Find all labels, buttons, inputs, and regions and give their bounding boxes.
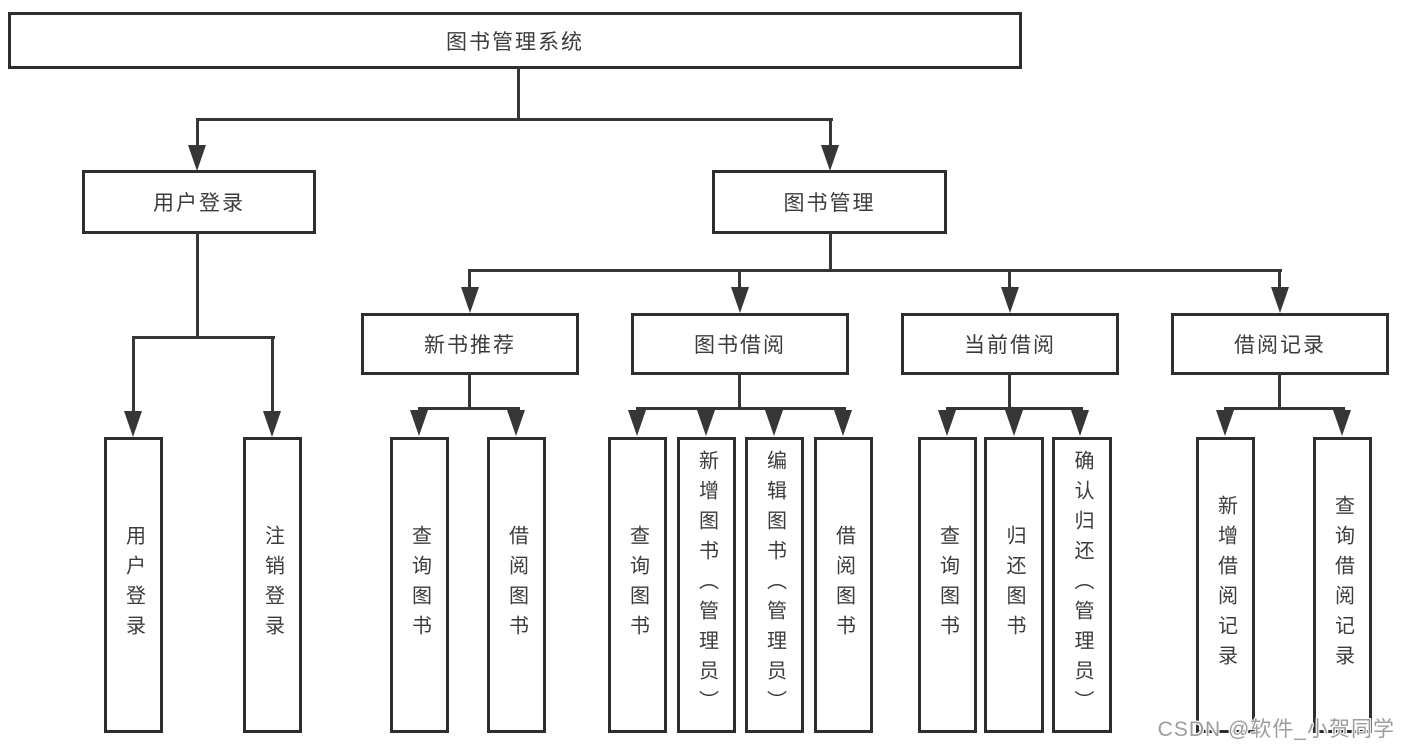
leaf-bb-borrow-book: 借阅图书 [814,437,873,733]
leaf-cb-confirm-return-label: 确认归还（管理员） [1071,450,1093,720]
connector-line [636,407,846,410]
connector-line [829,118,832,148]
node-book-management: 图书管理 [712,170,947,234]
leaf-nbr-query-book-label: 查询图书 [408,525,431,645]
connector-line [1278,269,1281,289]
connector-line [132,336,135,412]
arrow-down-icon [731,287,749,313]
arrow-down-icon [1271,287,1289,313]
connector-line [1008,269,1011,289]
arrow-down-icon [765,410,783,436]
arrow-down-icon [1071,410,1089,436]
connector-line [196,118,199,148]
connector-line [1008,373,1011,409]
leaf-br-add-record-label: 新增借阅记录 [1214,495,1237,675]
node-new-book-recommend-label: 新书推荐 [424,334,516,357]
node-root: 图书管理系统 [8,12,1022,69]
csdn-watermark: CSDN @软件_小贺同学 [1157,718,1395,741]
leaf-bb-edit-book-label: 编辑图书（管理员） [763,450,786,720]
leaf-br-query-record-label: 查询借阅记录 [1331,495,1354,675]
node-book-management-label: 图书管理 [783,192,876,215]
connector-line [946,407,1083,410]
arrow-down-icon [461,287,479,313]
leaf-nbr-borrow-book-label: 借阅图书 [505,525,528,645]
connector-line [468,269,1282,272]
connector-line [468,373,471,409]
leaf-cb-query-book-label: 查询图书 [936,525,959,645]
leaf-cb-query-book: 查询图书 [918,437,977,733]
leaf-br-query-record: 查询借阅记录 [1313,437,1372,733]
connector-line [738,373,741,409]
arrow-down-icon [507,410,525,436]
leaf-bb-query-book-label: 查询图书 [626,525,649,645]
leaf-nbr-query-book: 查询图书 [390,437,449,733]
arrow-down-icon [821,145,839,171]
arrow-down-icon [697,410,715,436]
connector-line [418,407,520,410]
leaf-br-add-record: 新增借阅记录 [1196,437,1255,733]
node-borrow-records: 借阅记录 [1171,313,1389,375]
node-current-borrow: 当前借阅 [901,313,1119,375]
arrow-down-icon [1216,410,1234,436]
connector-line [1224,407,1345,410]
node-user-login-label: 用户登录 [153,192,245,215]
node-book-borrow: 图书借阅 [631,313,849,375]
leaf-user-login-label: 用户登录 [122,525,145,645]
node-user-login: 用户登录 [82,170,316,234]
arrow-down-icon [834,410,852,436]
leaf-logout-label: 注销登录 [261,525,284,645]
arrow-down-icon [263,411,281,437]
arrow-down-icon [188,145,206,171]
leaf-cb-return-book-label: 归还图书 [1003,525,1025,645]
node-book-borrow-label: 图书借阅 [694,334,786,357]
node-borrow-records-label: 借阅记录 [1234,334,1326,357]
leaf-bb-add-book: 新增图书（管理员） [677,437,736,733]
arrow-down-icon [410,410,428,436]
leaf-user-login: 用户登录 [104,437,163,733]
connector-line [738,269,741,289]
connector-line [829,232,832,272]
leaf-bb-add-book-label: 新增图书（管理员） [695,450,718,720]
connector-line [1278,373,1281,409]
arrow-down-icon [938,410,956,436]
arrow-down-icon [1001,287,1019,313]
leaf-logout: 注销登录 [243,437,302,733]
connector-line [132,336,275,339]
arrow-down-icon [1005,410,1023,436]
node-current-borrow-label: 当前借阅 [964,334,1056,357]
connector-line [517,66,520,120]
connector-line [468,269,471,289]
connector-line [196,232,199,338]
leaf-bb-query-book: 查询图书 [608,437,667,733]
leaf-cb-confirm-return: 确认归还（管理员） [1052,437,1112,733]
arrow-down-icon [628,410,646,436]
connector-line [196,118,833,121]
leaf-cb-return-book: 归还图书 [984,437,1044,733]
arrow-down-icon [124,411,142,437]
leaf-bb-edit-book: 编辑图书（管理员） [745,437,804,733]
node-root-label: 图书管理系统 [446,30,584,54]
arrow-down-icon [1333,410,1351,436]
leaf-bb-borrow-book-label: 借阅图书 [832,525,855,645]
leaf-nbr-borrow-book: 借阅图书 [487,437,546,733]
node-new-book-recommend: 新书推荐 [361,313,579,375]
connector-line [271,336,274,412]
